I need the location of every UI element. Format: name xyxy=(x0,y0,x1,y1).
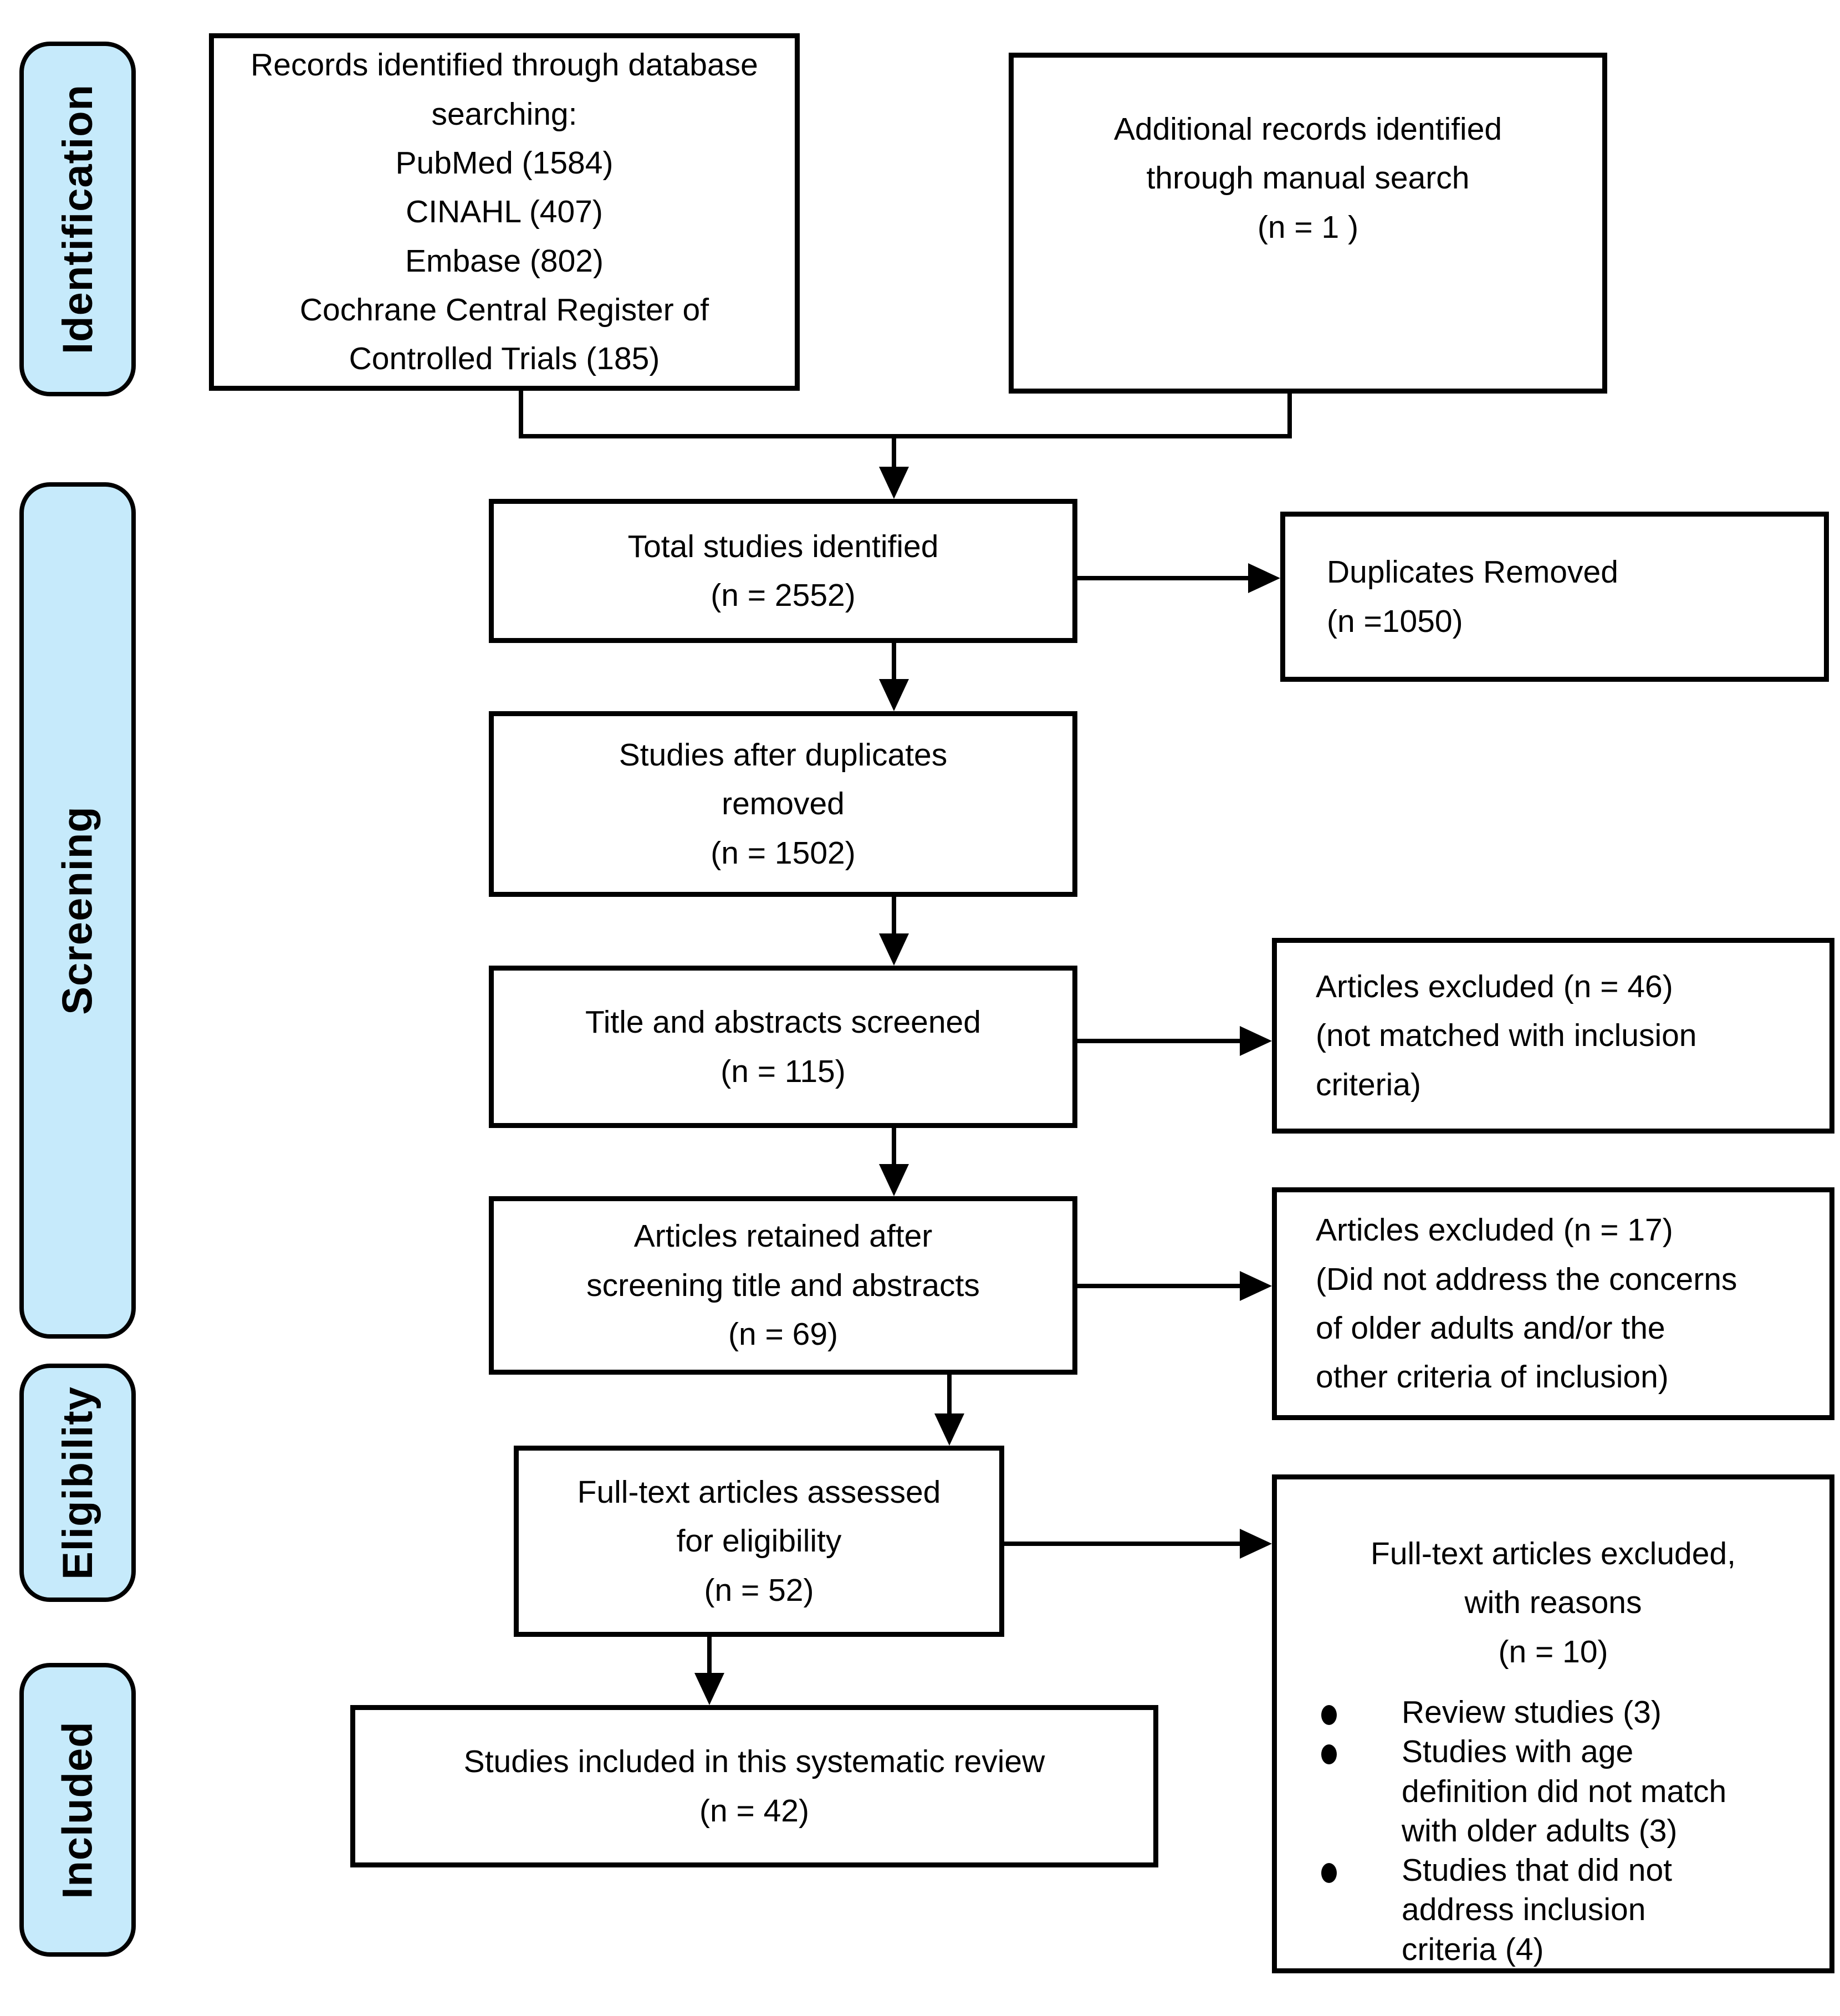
box-fulltext-assessed-text: Full-text articles assessed for eligibil… xyxy=(577,1474,941,1608)
connector-screened-to-excluded46 xyxy=(1077,1039,1240,1043)
exclusion-reasons-list: Review studies (3) Studies with age defi… xyxy=(1277,1693,1818,1969)
box-excluded-screening-text: Articles excluded (n = 46) (not matched … xyxy=(1316,968,1697,1103)
stage-included-label: Included xyxy=(54,1721,101,1899)
connector-merge-to-total xyxy=(892,436,896,468)
stage-eligibility-label: Eligibility xyxy=(54,1386,101,1580)
box-fulltext-excluded-heading: Full-text articles excluded, with reason… xyxy=(1371,1536,1736,1670)
connector-additional-stub xyxy=(1287,391,1292,436)
box-fulltext-excluded: Full-text articles excluded, with reason… xyxy=(1272,1474,1834,1973)
box-duplicates-removed-text: Duplicates Removed (n =1050) xyxy=(1327,554,1618,639)
box-excluded-retained-text: Articles excluded (n = 17) (Did not addr… xyxy=(1316,1212,1737,1395)
box-included-review: Studies included in this systematic revi… xyxy=(350,1705,1158,1867)
exclusion-reason-item: Studies with age definition did not matc… xyxy=(1277,1732,1818,1851)
stage-identification-label: Identification xyxy=(54,84,101,354)
connector-retained-to-excluded17 xyxy=(1077,1284,1240,1288)
stage-eligibility: Eligibility xyxy=(19,1364,136,1602)
stage-screening-label: Screening xyxy=(54,806,101,1015)
connector-merge-line xyxy=(519,434,1292,438)
stage-included: Included xyxy=(19,1663,136,1957)
box-additional-records-text: Additional records identified through ma… xyxy=(1113,111,1502,245)
exclusion-reason-item: Studies that did not address inclusion c… xyxy=(1277,1851,1818,1969)
box-excluded-screening: Articles excluded (n = 46) (not matched … xyxy=(1272,938,1834,1134)
connector-fulltext-to-ftexcluded xyxy=(1004,1542,1240,1546)
box-additional-records: Additional records identified through ma… xyxy=(1009,53,1607,394)
stage-screening: Screening xyxy=(19,482,136,1339)
connector-fulltext-to-included xyxy=(707,1637,712,1673)
connector-retained-to-fulltext xyxy=(947,1375,952,1413)
box-records-identified: Records identified through database sear… xyxy=(209,33,800,391)
box-after-duplicates-text: Studies after duplicates removed (n = 15… xyxy=(619,737,948,871)
exclusion-reason-item: Review studies (3) xyxy=(1277,1693,1818,1732)
arrowhead-into-duplicates xyxy=(1248,563,1280,593)
box-titles-screened-text: Title and abstracts screened (n = 115) xyxy=(585,1004,981,1089)
connector-total-to-duplicates xyxy=(1077,576,1249,580)
stage-identification: Identification xyxy=(19,42,136,396)
box-retained-text: Articles retained after screening title … xyxy=(586,1218,980,1352)
connector-total-to-afterdup xyxy=(892,643,896,679)
box-total-identified: Total studies identified (n = 2552) xyxy=(489,499,1077,643)
box-retained: Articles retained after screening title … xyxy=(489,1196,1077,1375)
arrowhead-into-fulltext xyxy=(934,1413,964,1446)
arrowhead-into-excluded46 xyxy=(1240,1026,1272,1056)
box-after-duplicates: Studies after duplicates removed (n = 15… xyxy=(489,711,1077,897)
arrowhead-into-screened xyxy=(879,933,909,966)
box-included-review-text: Studies included in this systematic revi… xyxy=(463,1744,1045,1829)
box-excluded-retained: Articles excluded (n = 17) (Did not addr… xyxy=(1272,1187,1834,1420)
arrowhead-into-excluded17 xyxy=(1240,1271,1272,1301)
arrowhead-into-retained xyxy=(879,1164,909,1196)
box-titles-screened: Title and abstracts screened (n = 115) xyxy=(489,966,1077,1128)
arrowhead-into-ftexcluded xyxy=(1240,1529,1272,1559)
box-duplicates-removed: Duplicates Removed (n =1050) xyxy=(1280,512,1829,682)
arrowhead-into-total xyxy=(879,467,909,499)
box-records-identified-text: Records identified through database sear… xyxy=(251,47,758,377)
connector-afterdup-to-screened xyxy=(892,897,896,933)
arrowhead-into-included xyxy=(694,1673,724,1705)
connector-screened-to-retained xyxy=(892,1128,896,1164)
box-total-identified-text: Total studies identified (n = 2552) xyxy=(627,528,939,613)
box-fulltext-assessed: Full-text articles assessed for eligibil… xyxy=(514,1446,1004,1637)
connector-records-stub xyxy=(519,388,523,436)
arrowhead-into-afterdup xyxy=(879,679,909,711)
